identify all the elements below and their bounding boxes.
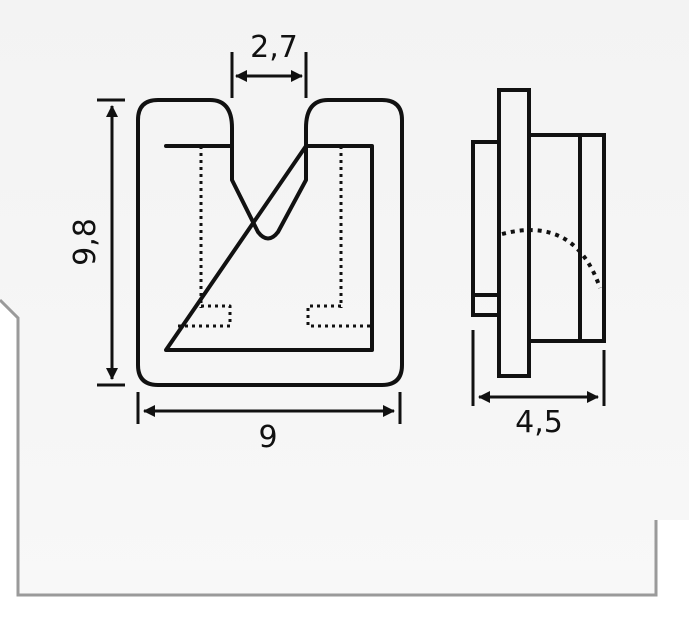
front-inner-profile: [164, 144, 374, 352]
width-label: 9: [258, 420, 277, 455]
front-dimensions: [97, 52, 402, 424]
front-outer-profile: [136, 98, 404, 387]
side-view: [471, 88, 606, 378]
front-hidden-lines: [174, 146, 370, 328]
height-label: 9,8: [68, 218, 103, 266]
depth-label: 4,5: [515, 405, 563, 440]
side-hidden-arc: [501, 228, 602, 289]
side-dimensions: [471, 330, 606, 406]
front-view: [136, 98, 404, 387]
side-body: [527, 133, 606, 343]
side-back-plate: [471, 140, 501, 317]
slot-width-label: 2,7: [250, 30, 298, 65]
frame-outline: [0, 298, 658, 597]
